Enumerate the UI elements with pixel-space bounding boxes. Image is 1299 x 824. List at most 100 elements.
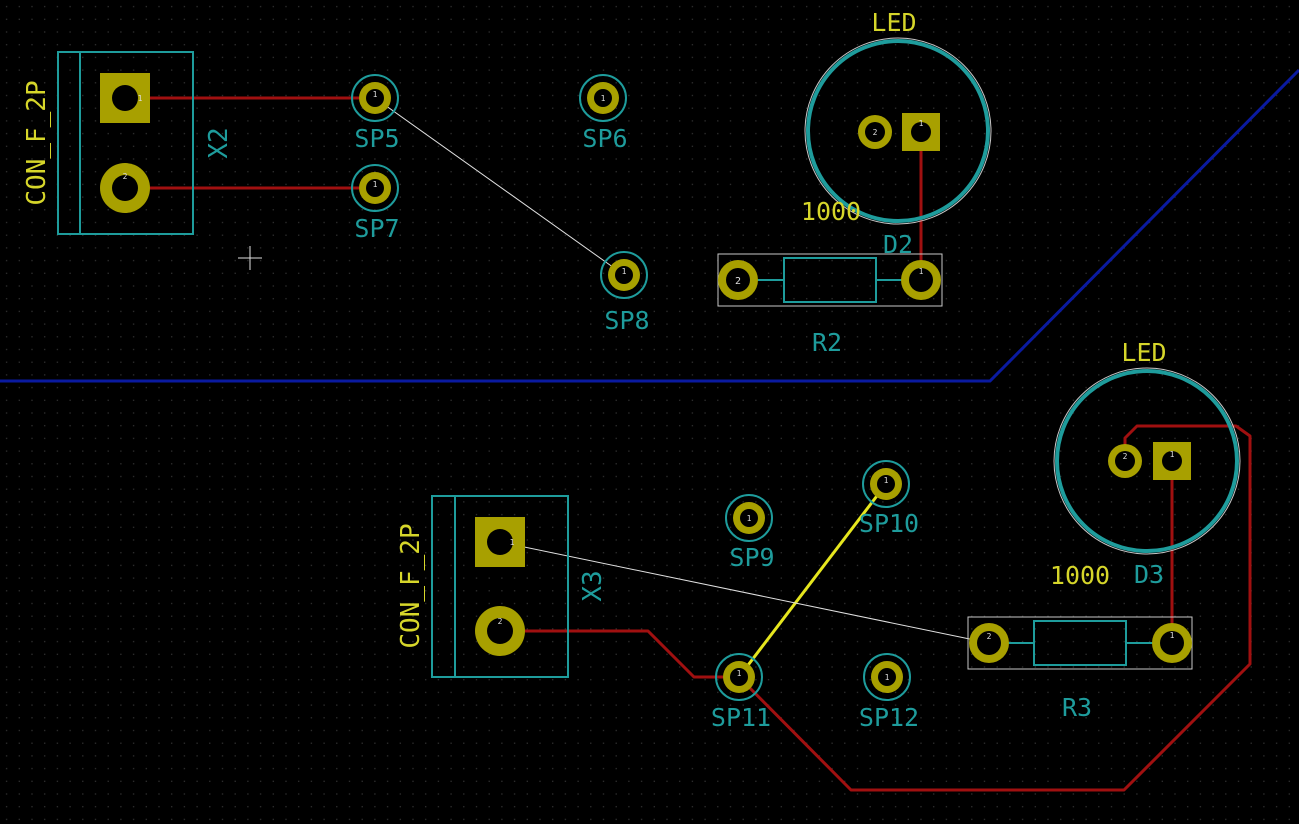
testpoint-sp7[interactable]: 1 SP7 (351, 164, 400, 243)
x3-pad-1-hole (487, 529, 513, 555)
testpoint-sp6[interactable]: 1 SP6 (579, 74, 628, 153)
crosshair-cursor-icon (238, 246, 262, 270)
x3-pad-2-number: 2 (498, 617, 503, 626)
d2-pad-2-number: 2 (873, 128, 878, 137)
ratsnest-x3p1-r3p2 (499, 541, 990, 644)
sp6-ref-label: SP6 (582, 124, 627, 153)
x2-body-outline (57, 51, 194, 235)
x3-value-label: CON_F_2P (396, 523, 426, 648)
testpoint-sp5[interactable]: 1 SP5 (351, 74, 400, 153)
sp8-pad-number: 1 (622, 267, 627, 276)
sp7-courtyard (351, 164, 399, 212)
sp6-pad-hole (594, 89, 612, 107)
d3-pad-1-hole (1162, 451, 1182, 471)
r3-body (1033, 620, 1127, 666)
x2-pad-2-number: 2 (123, 172, 128, 181)
ratsnest-sp5-sp8 (374, 97, 625, 276)
d2-body-outline (806, 39, 990, 223)
sp10-ref-label: SP10 (859, 509, 919, 538)
sp7-ref-label: SP7 (354, 214, 399, 243)
sp9-pad-hole (740, 509, 758, 527)
sp6-courtyard (579, 74, 627, 122)
x2-pad-1-hole (112, 85, 138, 111)
r2-pad-2-hole (726, 268, 750, 292)
sp7-pad-hole (366, 179, 384, 197)
sp11-pad-hole (730, 668, 748, 686)
testpoint-sp8[interactable]: 1 SP8 (600, 251, 650, 335)
track-sp10-sp11-highlight[interactable] (737, 483, 888, 678)
ratsnest (374, 97, 990, 644)
sp11-ref-label: SP11 (711, 703, 771, 732)
x3-pad-2-hole (487, 618, 513, 644)
r3-pad-1-number: 1 (1170, 631, 1175, 640)
d2-pad-2-hole (865, 122, 885, 142)
d3-value-label: LED (1121, 338, 1166, 367)
sp8-courtyard (600, 251, 648, 299)
sp8-ref-label: SP8 (604, 306, 649, 335)
d3-pad-2-number: 2 (1123, 452, 1128, 461)
sp5-courtyard (351, 74, 399, 122)
track-sp11-d3-loop[interactable] (737, 424, 1252, 792)
d2-pad-1-number: 1 (919, 119, 924, 128)
d3-pad-1-number: 1 (1170, 450, 1175, 459)
sp12-pad-hole (878, 668, 896, 686)
x2-value-label: CON_F_2P (22, 80, 52, 205)
r3-value-label: 1000 (1050, 561, 1110, 590)
r3-pad-2-number: 2 (987, 632, 992, 641)
r2-pad-2-number: 2 (735, 276, 741, 287)
testpoint-sp9[interactable]: 1 SP9 (725, 494, 775, 572)
sp11-pad-number: 1 (737, 669, 742, 678)
footprint-x3[interactable]: 1 2 CON_F_2P X3 (396, 495, 608, 678)
sp8-pad-hole (615, 266, 633, 284)
testpoint-sp11[interactable]: 1 SP11 (711, 653, 771, 732)
copper-tracks (125, 96, 1252, 792)
r2-pad-1-hole (909, 268, 933, 292)
r2-value-label: 1000 (801, 197, 861, 226)
d2-ref-label: D2 (883, 230, 913, 259)
d2-pad-1-hole (911, 122, 931, 142)
sp12-courtyard (863, 653, 911, 701)
sp10-courtyard (862, 460, 910, 508)
sp9-courtyard (725, 494, 773, 542)
x2-pad-1-number: 1 (138, 94, 143, 103)
r2-ref-label: R2 (812, 328, 842, 357)
x3-body-outline (431, 495, 569, 678)
sp10-pad-hole (877, 475, 895, 493)
sp5-ref-label: SP5 (354, 124, 399, 153)
testpoint-sp10[interactable]: 1 SP10 (859, 460, 919, 538)
r3-ref-label: R3 (1062, 693, 1092, 722)
footprint-r3[interactable]: 2 1 1000 R3 (967, 561, 1193, 722)
sp9-ref-label: SP9 (729, 543, 774, 572)
x2-ref-label: X2 (204, 127, 234, 158)
d3-pad-2-hole (1115, 451, 1135, 471)
d2-value-label: LED (871, 8, 916, 37)
footprint-d3[interactable]: 2 1 LED D3 (1053, 338, 1241, 589)
sp12-ref-label: SP12 (859, 703, 919, 732)
footprint-r2[interactable]: 2 1 1000 R2 (717, 197, 943, 357)
d3-body-outline (1055, 369, 1239, 553)
sp5-pad-hole (366, 89, 384, 107)
sp12-pad-number: 1 (885, 673, 890, 682)
sp5-pad-number: 1 (373, 90, 378, 99)
footprint-x2[interactable]: 1 2 CON_F_2P X2 (22, 51, 234, 235)
zone-outline-blue (0, 68, 1299, 383)
d2-silk-outline (804, 37, 992, 225)
d3-ref-label: D3 (1134, 560, 1164, 589)
x2-pad-2-hole (112, 175, 138, 201)
r2-pad-1-number: 1 (919, 267, 924, 276)
footprint-d2[interactable]: 2 1 LED D2 (804, 8, 992, 259)
testpoint-sp12[interactable]: 1 SP12 (859, 653, 919, 732)
sp11-courtyard (715, 653, 763, 701)
r3-pad-1-hole (1160, 631, 1184, 655)
r3-pad-2-hole (977, 631, 1001, 655)
d3-silk-outline (1053, 367, 1241, 555)
sp6-pad-number: 1 (601, 94, 606, 103)
sp10-pad-number: 1 (884, 476, 889, 485)
x3-pad-1-number: 1 (510, 538, 515, 547)
x3-ref-label: X3 (578, 570, 608, 601)
r2-body (783, 257, 877, 303)
sp7-pad-number: 1 (373, 180, 378, 189)
sp9-pad-number: 1 (747, 514, 752, 523)
